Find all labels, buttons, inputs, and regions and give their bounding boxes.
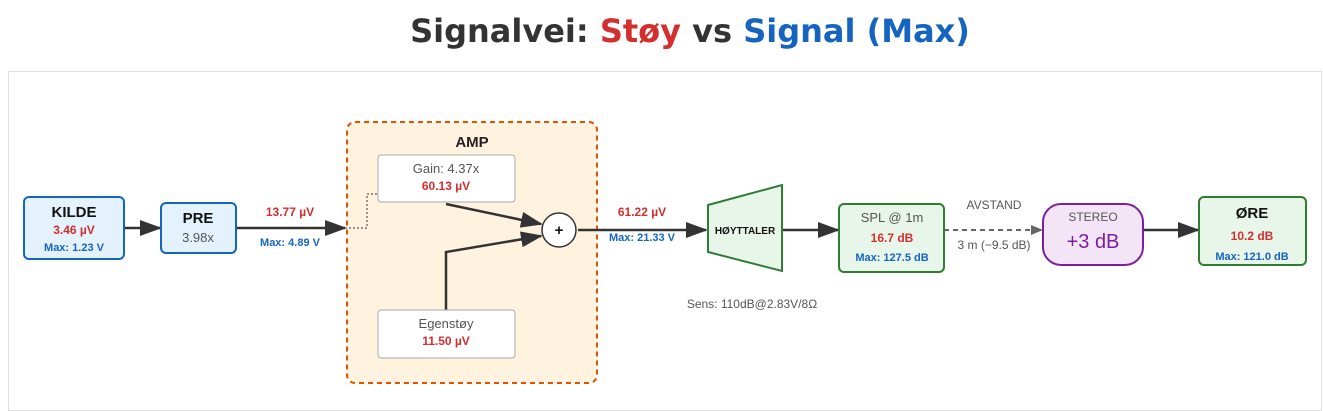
amp-input-dotted — [345, 193, 378, 229]
amp-gain-label: Gain: 4.37x — [413, 161, 480, 176]
ear-noise: 10.2 dB — [1231, 229, 1274, 243]
pre-amp-noise-label: 13.77 µV — [266, 205, 314, 219]
amp-sum-node: + — [541, 212, 577, 248]
speaker-node: HØYTTALER Sens: 110dB@2.83V/8Ω — [687, 183, 817, 311]
stereo-node: STEREO +3 dB — [1042, 203, 1144, 266]
source-node: KILDE 3.46 µV Max: 1.23 V — [23, 196, 125, 260]
distance-value: 3 m (−9.5 dB) — [957, 238, 1030, 252]
stereo-title: STEREO — [1068, 210, 1117, 224]
title-prefix: Signalvei: — [410, 12, 600, 50]
title-suffix: (Max) — [855, 12, 970, 50]
stereo-value: +3 dB — [1067, 231, 1120, 253]
plus-icon: + — [555, 222, 564, 239]
pre-title: PRE — [183, 210, 214, 227]
speaker-icon — [707, 183, 783, 273]
amp-self-noise-label: Egenstøy — [419, 316, 474, 331]
distance-label: AVSTAND — [967, 198, 1022, 212]
title-middle: vs — [681, 12, 744, 50]
connectors — [125, 193, 1200, 310]
ear-node: ØRE 10.2 dB Max: 121.0 dB — [1198, 196, 1307, 266]
spl-title: SPL @ 1m — [861, 210, 924, 225]
pre-amp-max-label: Max: 4.89 V — [260, 237, 321, 249]
amp-self-noise-box: Egenstøy 11.50 µV — [377, 309, 516, 359]
title-noise-word: Støy — [599, 12, 681, 50]
source-noise: 3.46 µV — [53, 223, 95, 237]
source-max: Max: 1.23 V — [44, 242, 105, 254]
amp-gain-box: Gain: 4.37x 60.13 µV — [377, 154, 516, 203]
amp-title: AMP — [455, 134, 488, 151]
amp-speaker-noise-label: 61.22 µV — [618, 205, 666, 219]
amp-self-noise-value: 11.50 µV — [422, 334, 470, 348]
speaker-title: HØYTTALER — [715, 226, 776, 237]
source-title: KILDE — [52, 204, 97, 221]
title-signal-word: Signal — [743, 12, 856, 50]
amp-gain-noise: 60.13 µV — [422, 179, 470, 193]
page-title: Signalvei: Støy vs Signal (Max) — [0, 12, 1323, 50]
pre-node: PRE 3.98x — [160, 202, 237, 254]
ear-title: ØRE — [1236, 205, 1269, 222]
spl-max: Max: 127.5 dB — [855, 252, 928, 264]
spl-noise: 16.7 dB — [871, 231, 914, 245]
speaker-sensitivity: Sens: 110dB@2.83V/8Ω — [687, 297, 817, 311]
pre-gain: 3.98x — [182, 230, 214, 245]
spl-node: SPL @ 1m 16.7 dB Max: 127.5 dB — [838, 203, 945, 273]
ear-max: Max: 121.0 dB — [1215, 251, 1288, 263]
amp-speaker-max-label: Max: 21.33 V — [609, 232, 676, 244]
arrow-noise-sum — [444, 231, 543, 310]
arrow-gain-sum — [445, 202, 543, 228]
